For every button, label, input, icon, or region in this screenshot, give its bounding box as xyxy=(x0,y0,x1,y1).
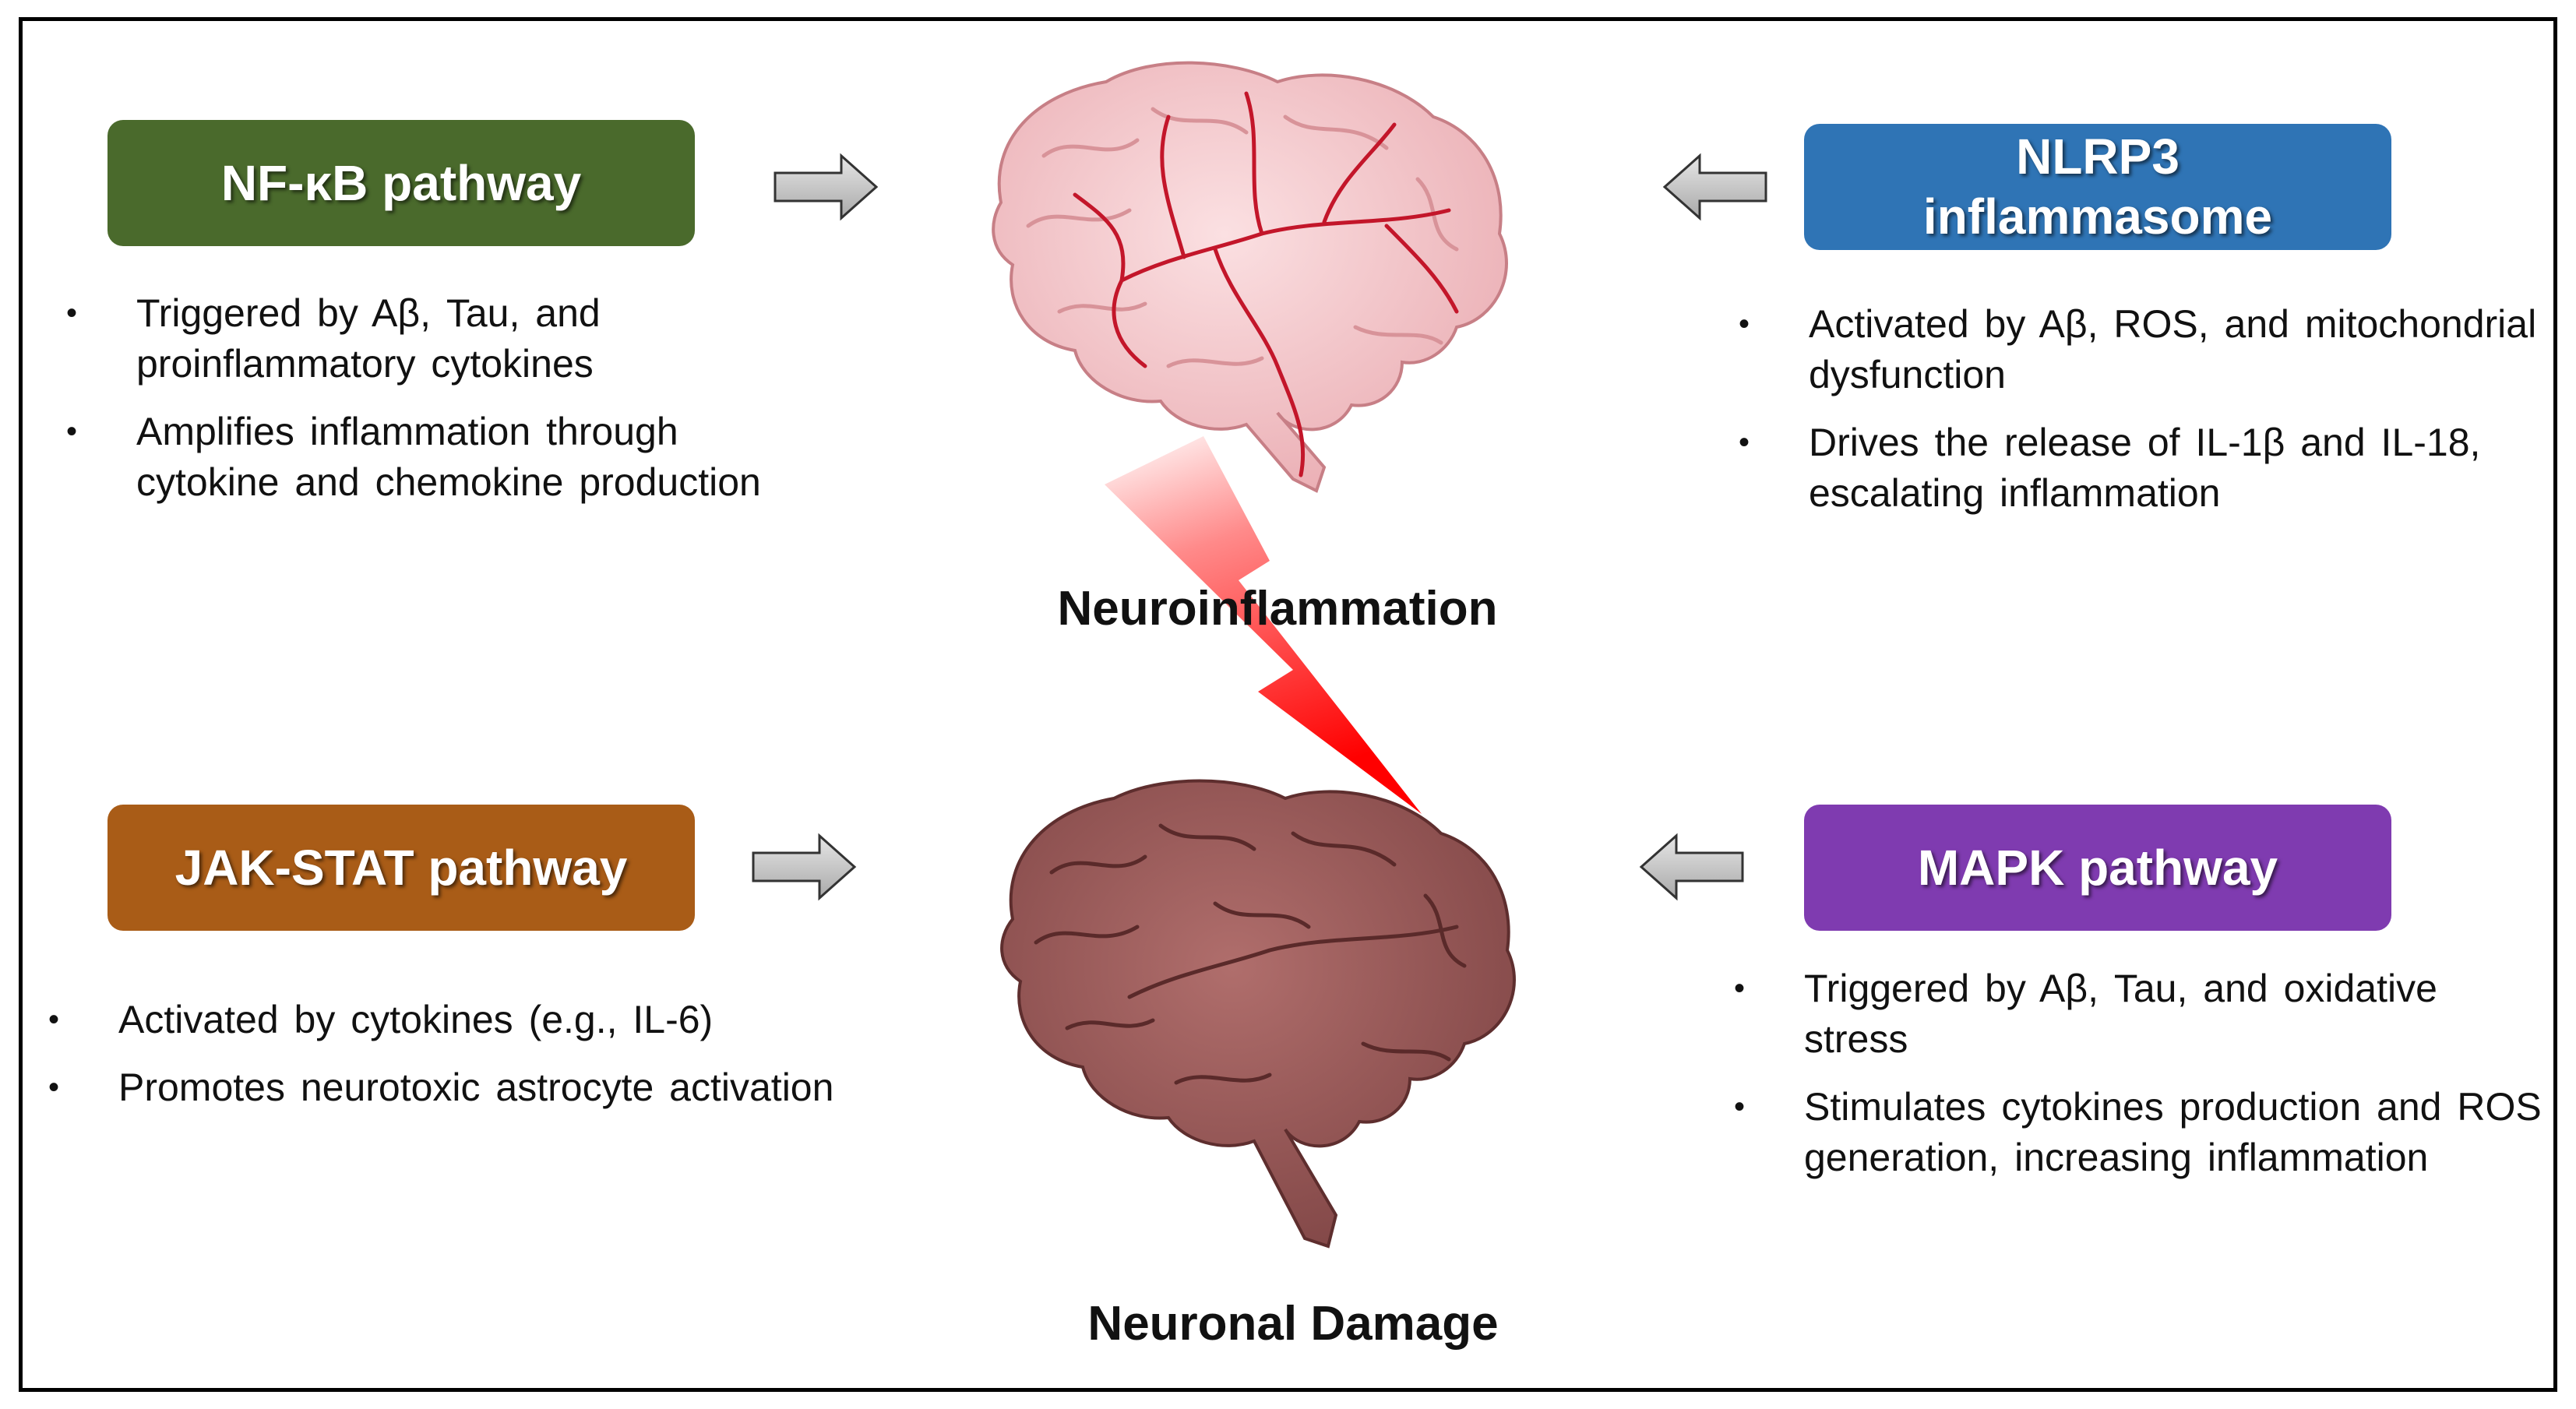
list-item: Triggered by Aβ, Tau, and oxidative stre… xyxy=(1734,963,2544,1065)
list-item: Triggered by Aβ, Tau, and proinflammator… xyxy=(66,288,830,389)
block-arrow-icon xyxy=(774,153,879,221)
mapk-bullet-list: Triggered by Aβ, Tau, and oxidative stre… xyxy=(1734,963,2544,1200)
neuroinflammation-label: Neuroinflammation xyxy=(1057,582,1498,636)
nlrp3-title-line2: inflammasome xyxy=(1922,188,2273,245)
mapk-pathway-title: MAPK pathway xyxy=(1917,839,2278,896)
nlrp3-inflammasome-box: NLRP3 inflammasome xyxy=(1804,124,2391,250)
neuronal-damage-label: Neuronal Damage xyxy=(1087,1297,1499,1351)
list-item: Stimulates cytokines production and ROS … xyxy=(1734,1082,2544,1183)
nlrp3-title-line1: NLRP3 xyxy=(2016,129,2180,185)
list-item: Drives the release of IL-1β and IL-18, e… xyxy=(1739,417,2549,519)
mapk-pathway-box: MAPK pathway xyxy=(1804,805,2391,931)
jakstat-bullet-list: Activated by cytokines (e.g., IL-6) Prom… xyxy=(48,995,905,1130)
jakstat-pathway-title: JAK-STAT pathway xyxy=(174,839,628,896)
nfkb-bullet-list: Triggered by Aβ, Tau, and proinflammator… xyxy=(66,288,830,525)
list-item: Promotes neurotoxic astrocyte activation xyxy=(48,1062,905,1113)
list-item: Activated by Aβ, ROS, and mitochondrial … xyxy=(1739,299,2549,400)
block-arrow-icon xyxy=(1662,153,1767,221)
list-item: Activated by cytokines (e.g., IL-6) xyxy=(48,995,905,1045)
inflamed-brain-icon xyxy=(992,61,1508,493)
jakstat-pathway-box: JAK-STAT pathway xyxy=(107,805,695,931)
nfkb-pathway-title: NF-κB pathway xyxy=(220,154,582,211)
lightning-bolt-icon xyxy=(1105,436,1422,814)
list-item: Amplifies inflammation through cytokine … xyxy=(66,407,830,508)
damaged-brain-icon xyxy=(1000,779,1516,1249)
nfkb-pathway-box: NF-κB pathway xyxy=(107,120,695,246)
nlrp3-bullet-list: Activated by Aβ, ROS, and mitochondrial … xyxy=(1739,299,2549,536)
diagram-frame xyxy=(19,17,2557,1392)
block-arrow-icon xyxy=(752,833,857,901)
block-arrow-icon xyxy=(1639,833,1744,901)
